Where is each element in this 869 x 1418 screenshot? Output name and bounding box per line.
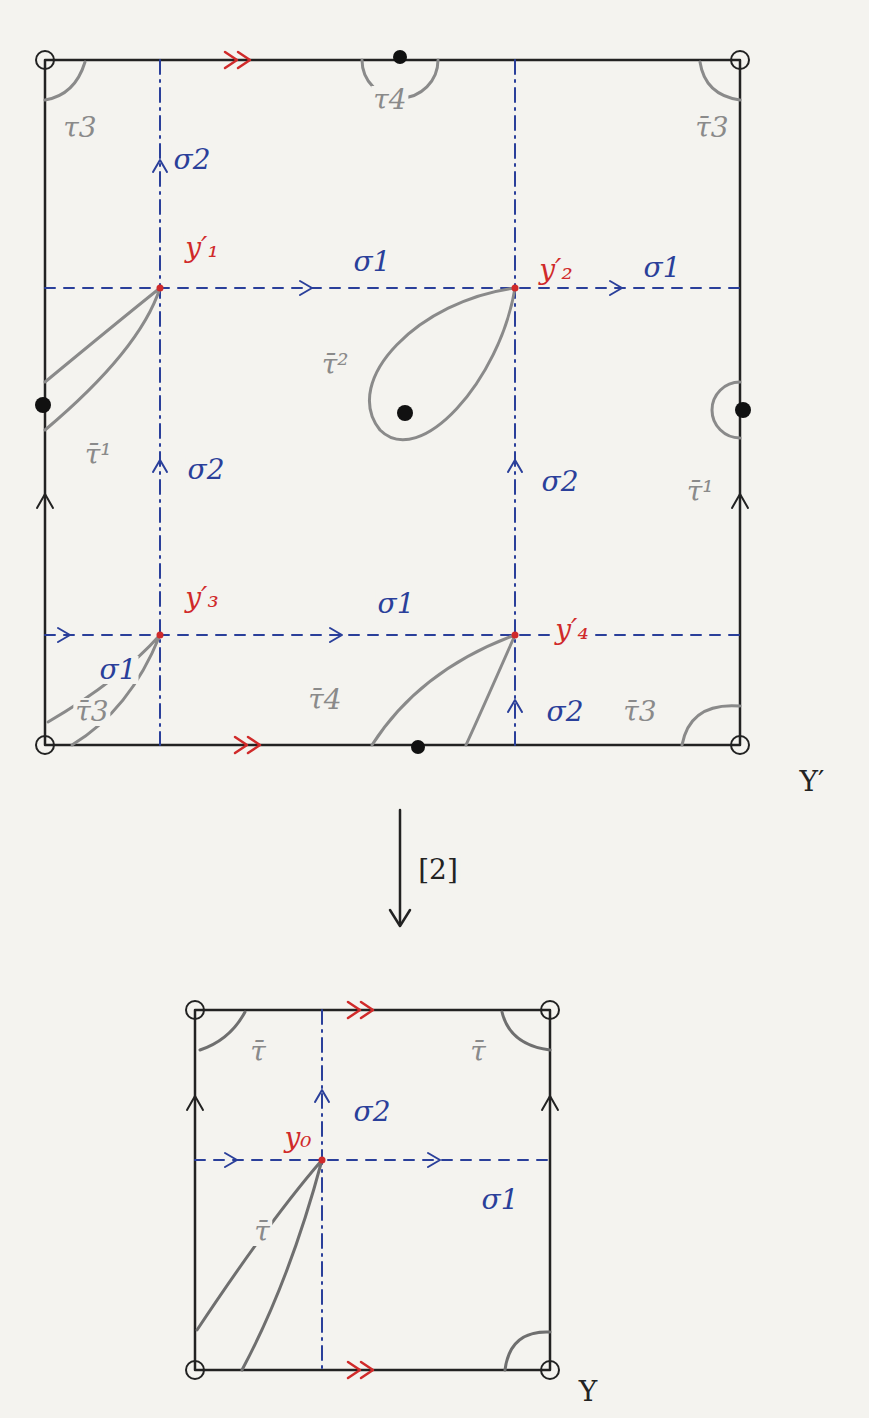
grey-label: τ4 (371, 86, 408, 114)
space-label: Y′ (798, 768, 827, 796)
loop-label: σ1 (642, 254, 683, 282)
point-label: y′₂ (537, 256, 574, 284)
loop-label: σ2 (172, 146, 213, 174)
map-label: [2] (416, 856, 460, 884)
grey-label: τ̄¹ (685, 478, 716, 506)
loop-label: σ2 (352, 1098, 393, 1126)
loop-label: σ1 (480, 1186, 521, 1214)
grey-label: τ3 (61, 114, 98, 142)
point-label: y′₃ (183, 584, 220, 612)
loop-label: σ1 (98, 656, 139, 684)
point-label: y₀ (282, 1124, 313, 1152)
grey-label: τ̄3 (73, 698, 110, 726)
loop-label: σ2 (545, 698, 586, 726)
grey-label: τ̄ (248, 1038, 268, 1066)
grey-label: τ̄² (320, 351, 351, 379)
grey-label: τ̄3 (621, 698, 658, 726)
point-label: y′₄ (553, 616, 590, 644)
grey-label: τ̄ (468, 1038, 488, 1066)
fundamental-square (45, 60, 740, 745)
grey-label: τ̄4 (306, 686, 343, 714)
loop-label: σ1 (352, 248, 393, 276)
space-label: Y (577, 1378, 599, 1406)
grid-lines (45, 60, 740, 745)
point-label: y′₁ (183, 234, 220, 262)
grey-label: τ̄¹ (83, 441, 114, 469)
loop-label: σ2 (540, 468, 581, 496)
grey-label: τ̄3 (693, 114, 730, 142)
grey-label: τ̄ (252, 1218, 272, 1246)
loop-label: σ2 (186, 456, 227, 484)
loop-label: σ1 (376, 590, 417, 618)
